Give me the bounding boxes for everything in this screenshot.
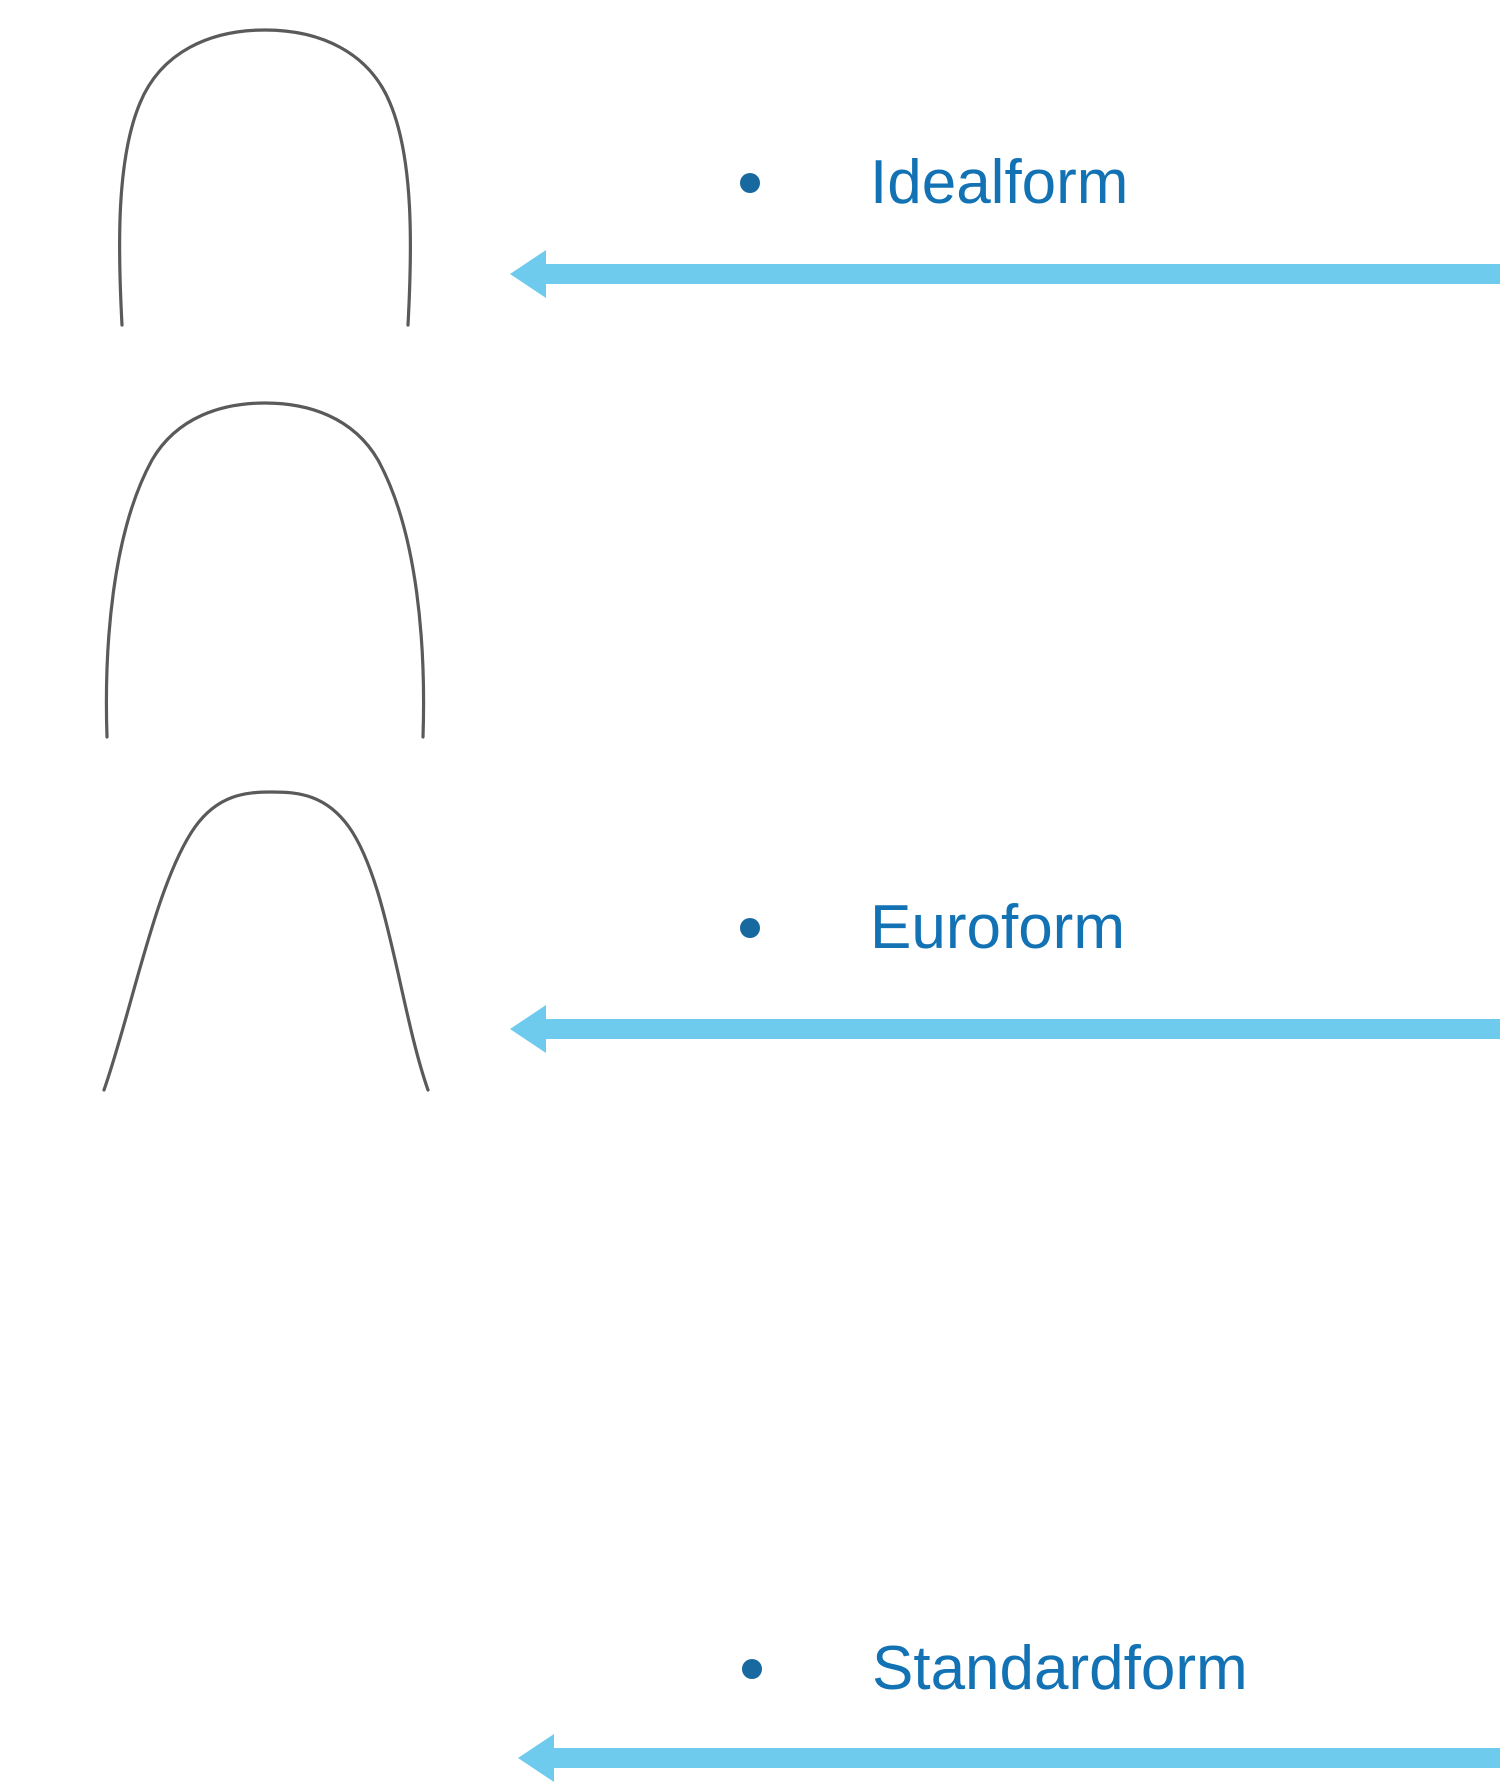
arrow-left-euroform <box>510 1003 1500 1055</box>
arrow-left-idealform <box>510 248 1500 300</box>
arrow-left-icon <box>518 1734 1500 1782</box>
arrow-left-standardform <box>518 1732 1500 1784</box>
standardform-archwire-icon <box>102 790 430 1092</box>
arrow-left-icon <box>510 1005 1500 1053</box>
label-standardform: Standardform <box>872 1634 1248 1703</box>
label-euroform: Euroform <box>870 893 1125 962</box>
label-line-standardform: Standardform <box>742 1638 1248 1700</box>
arrow-left-icon <box>510 250 1500 298</box>
row-euroform: Euroform <box>0 375 1500 1053</box>
row-idealform: Idealform <box>0 0 1500 375</box>
idealform-archwire-icon <box>117 28 413 327</box>
bullet-icon <box>740 173 760 193</box>
label-line-idealform: Idealform <box>740 152 1128 214</box>
euroform-archwire-figure <box>60 375 480 750</box>
label-idealform: Idealform <box>870 148 1129 217</box>
euroform-archwire-icon <box>104 401 426 739</box>
label-line-euroform: Euroform <box>740 897 1125 959</box>
bullet-icon <box>740 918 760 938</box>
standardform-archwire-figure <box>60 750 480 1125</box>
row-standardform: Standardform <box>0 750 1500 1782</box>
idealform-archwire-figure <box>60 0 480 375</box>
bullet-icon <box>742 1659 762 1679</box>
